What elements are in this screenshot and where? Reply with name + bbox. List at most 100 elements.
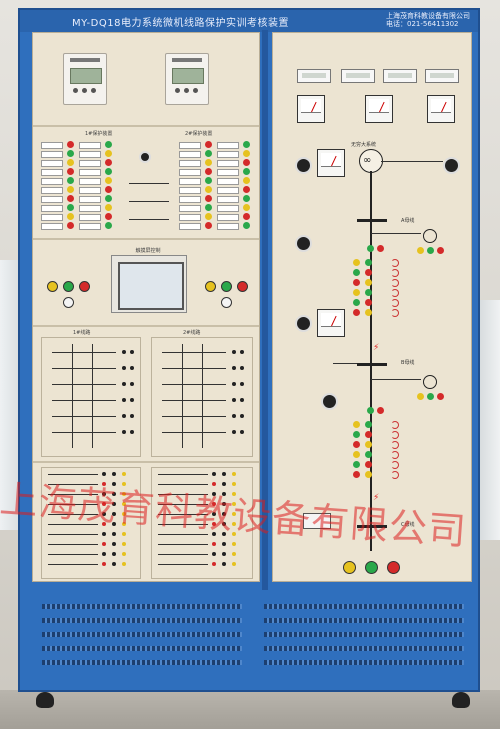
terminal[interactable] [222,562,226,566]
terminal[interactable] [112,512,116,516]
terminal[interactable] [122,562,126,566]
terminal[interactable] [240,398,244,402]
relay-key[interactable] [193,88,198,93]
terminal[interactable] [122,522,126,526]
terminal[interactable] [130,350,134,354]
terminal[interactable] [222,552,226,556]
terminal[interactable] [122,350,126,354]
relay-key[interactable] [73,88,78,93]
terminal[interactable] [232,366,236,370]
terminal[interactable] [122,492,126,496]
terminal[interactable] [212,512,216,516]
terminal[interactable] [240,382,244,386]
terminal[interactable] [102,482,106,486]
terminal[interactable] [112,472,116,476]
terminal[interactable] [212,482,216,486]
terminal[interactable] [102,492,106,496]
terminal[interactable] [102,522,106,526]
terminal[interactable] [232,398,236,402]
terminal[interactable] [112,542,116,546]
yellow-push-button[interactable] [343,561,356,574]
rotary-switch[interactable] [443,157,460,174]
terminal[interactable] [240,366,244,370]
terminal[interactable] [102,512,106,516]
red-push-button[interactable] [237,281,248,292]
terminal[interactable] [112,502,116,506]
terminal[interactable] [222,492,226,496]
terminal[interactable] [130,398,134,402]
terminal[interactable] [222,502,226,506]
terminal[interactable] [102,502,106,506]
relay-key[interactable] [175,88,180,93]
terminal[interactable] [122,382,126,386]
terminal[interactable] [112,552,116,556]
terminal[interactable] [232,482,236,486]
terminal[interactable] [122,398,126,402]
terminal[interactable] [102,552,106,556]
terminal[interactable] [102,542,106,546]
terminal[interactable] [112,562,116,566]
terminal[interactable] [222,482,226,486]
white-push-button[interactable] [221,297,232,308]
terminal[interactable] [130,430,134,434]
terminal[interactable] [222,472,226,476]
green-push-button[interactable] [365,561,378,574]
rotary-switch[interactable] [295,235,312,252]
touch-screen-hmi[interactable] [111,255,187,313]
terminal[interactable] [212,542,216,546]
terminal[interactable] [122,414,126,418]
relay-key[interactable] [91,88,96,93]
terminal[interactable] [240,430,244,434]
terminal[interactable] [232,512,236,516]
green-push-button[interactable] [63,281,74,292]
terminal[interactable] [122,502,126,506]
terminal[interactable] [232,472,236,476]
terminal[interactable] [232,522,236,526]
terminal[interactable] [212,492,216,496]
terminal[interactable] [122,482,126,486]
terminal[interactable] [212,532,216,536]
terminal[interactable] [112,492,116,496]
yellow-push-button[interactable] [47,281,58,292]
terminal[interactable] [122,366,126,370]
terminal[interactable] [222,542,226,546]
terminal[interactable] [122,472,126,476]
terminal[interactable] [232,532,236,536]
terminal[interactable] [222,532,226,536]
terminal[interactable] [232,414,236,418]
terminal[interactable] [112,532,116,536]
terminal[interactable] [232,492,236,496]
terminal[interactable] [130,414,134,418]
terminal[interactable] [130,366,134,370]
terminal[interactable] [122,552,126,556]
terminal[interactable] [232,562,236,566]
terminal[interactable] [122,512,126,516]
terminal[interactable] [222,522,226,526]
terminal[interactable] [232,552,236,556]
protection-relay-2[interactable] [165,53,209,105]
terminal[interactable] [212,522,216,526]
terminal[interactable] [232,502,236,506]
terminal[interactable] [232,382,236,386]
rotary-switch[interactable] [295,157,312,174]
terminal[interactable] [122,542,126,546]
terminal[interactable] [232,350,236,354]
terminal[interactable] [212,552,216,556]
terminal[interactable] [240,414,244,418]
terminal[interactable] [232,542,236,546]
terminal[interactable] [222,512,226,516]
protection-relay-1[interactable] [63,53,107,105]
terminal[interactable] [130,382,134,386]
terminal[interactable] [232,430,236,434]
rotary-switch[interactable] [321,393,338,410]
relay-key[interactable] [184,88,189,93]
terminal[interactable] [112,482,116,486]
rotary-switch[interactable] [295,315,312,332]
terminal[interactable] [102,532,106,536]
terminal[interactable] [212,502,216,506]
terminal[interactable] [212,562,216,566]
terminal[interactable] [240,350,244,354]
red-push-button[interactable] [387,561,400,574]
terminal[interactable] [112,522,116,526]
relay-key[interactable] [82,88,87,93]
